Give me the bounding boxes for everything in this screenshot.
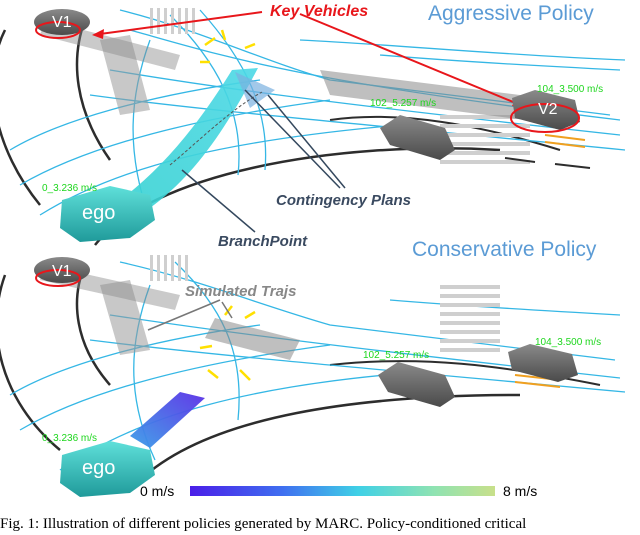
lane-dashes — [504, 157, 591, 169]
crosswalk-bottom-right — [440, 285, 500, 352]
colorbar-max-label: 8 m/s — [503, 483, 537, 499]
conservative-policy-title: Conservative Policy — [412, 238, 597, 261]
road-boundary-bottom-b — [139, 393, 521, 481]
bottom-panel: V1 ego 0_3.236 m/s 102_5.257 m/s 104_3.5… — [0, 238, 626, 499]
speed-v2-top: 104_3.500 m/s — [537, 84, 603, 95]
vehicle-v2-top — [510, 90, 580, 133]
vehicle-ego-label-b: ego — [82, 457, 115, 479]
yield-ticks-top — [200, 29, 256, 64]
key-vehicle-arrows — [99, 11, 519, 105]
vehicle-right-bottom — [508, 344, 578, 382]
yield-ticks-bottom — [199, 305, 256, 381]
speed-colorbar — [190, 486, 495, 496]
road-boundary-left-b — [0, 274, 61, 451]
road-boundary-inner — [75, 19, 112, 161]
road-boundary-left — [0, 29, 41, 206]
speed-ego-bottom: 0_3.236 m/s — [42, 433, 97, 444]
speed-mid-top: 102_5.257 m/s — [370, 98, 436, 109]
vehicle-v1-bottom — [34, 257, 90, 287]
contingency-plans-label: Contingency Plans — [276, 192, 411, 209]
vehicle-ego-bottom — [60, 441, 155, 497]
vehicle-ego-label: ego — [82, 202, 115, 224]
ego-plan-conservative — [130, 392, 205, 448]
vehicle-v1-label: V1 — [52, 14, 72, 31]
lane-shade-1 — [100, 35, 150, 115]
vehicle-mid-top — [380, 115, 455, 160]
top-panel: V1 V2 ego 0_3.236 m/s 102_5.257 m/s 104_… — [0, 2, 626, 250]
branch-fan — [235, 72, 275, 108]
key-vehicles-label: Key Vehicles — [270, 3, 368, 20]
ego-plan-ribbon — [118, 68, 258, 208]
vehicle-v2-label: V2 — [538, 101, 558, 118]
orange-markers — [544, 134, 586, 148]
vehicle-mid-bottom — [378, 362, 455, 407]
speed-right-bottom: 104_3.500 m/s — [535, 337, 601, 348]
annotation-arrows-top — [181, 89, 346, 233]
lane-shade-b1 — [100, 280, 150, 355]
lane-shade-2 — [320, 70, 565, 125]
annotation-arrows-bottom — [147, 299, 233, 331]
colorbar-min-label: 0 m/s — [140, 483, 174, 499]
crosswalk-top-right — [440, 115, 530, 164]
lane-shade-b2 — [205, 318, 300, 360]
speed-mid-bottom: 102_5.257 m/s — [363, 350, 429, 361]
aggressive-policy-title: Aggressive Policy — [428, 2, 594, 25]
simulated-trajs-label: Simulated Trajs — [185, 283, 296, 300]
figure-caption: Fig. 1: Illustration of different polici… — [0, 516, 527, 532]
crosswalk-bottom-left — [150, 255, 188, 281]
vehicle-ego-top — [60, 186, 155, 242]
speed-ego-top: 0_3.236 m/s — [42, 183, 97, 194]
vehicle-v1-top — [34, 9, 90, 39]
vehicle-v1-label-b: V1 — [52, 263, 72, 280]
branchpoint-label: BranchPoint — [218, 233, 308, 250]
